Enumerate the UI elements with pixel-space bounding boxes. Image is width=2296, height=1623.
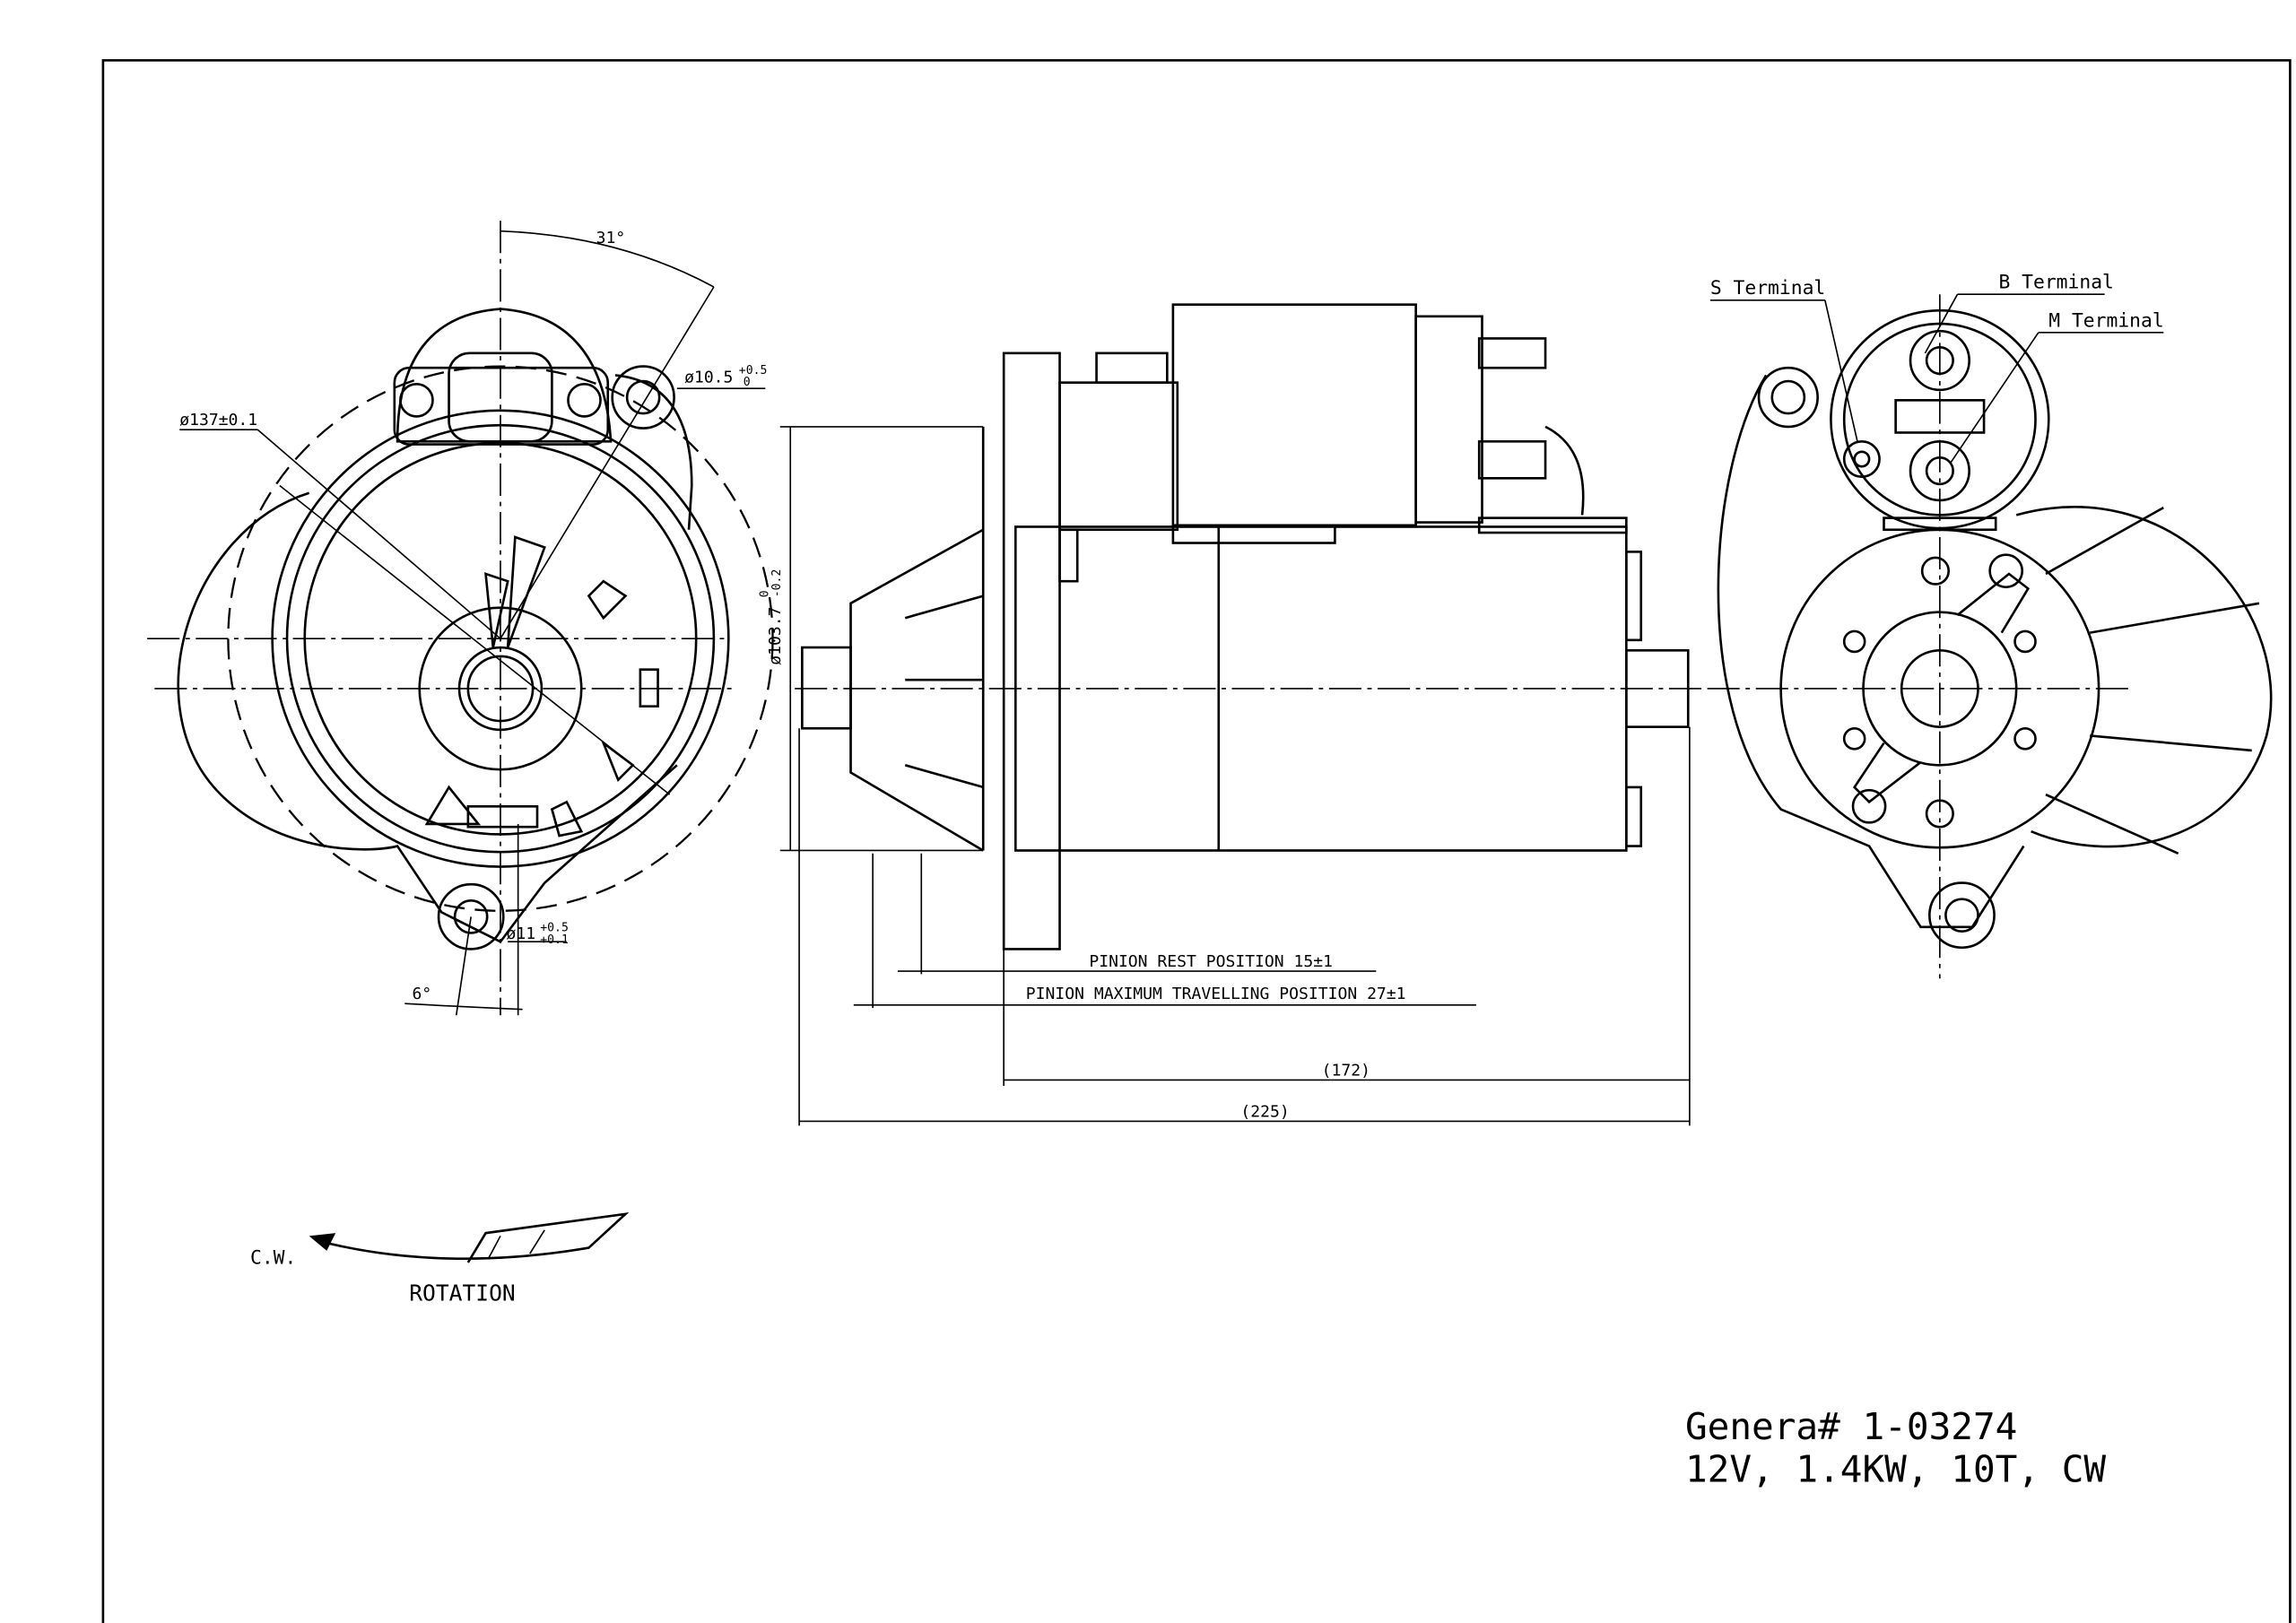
part-number: Genera# 1-03274 — [1685, 1405, 2017, 1448]
bottom-hole-diameter-label: ø11 — [507, 924, 536, 943]
pinion-max-travel-label: PINION MAXIMUM TRAVELLING POSITION 27±1 — [1026, 985, 1406, 1003]
length-172-label: (172) — [1322, 1062, 1370, 1081]
rotation-label: ROTATION — [409, 1280, 516, 1306]
rotation-arrow-icon — [309, 1233, 336, 1251]
drawing-border — [101, 58, 2292, 1623]
top-hole-tol-upper: +0.5 — [739, 364, 768, 378]
rotation-indicator: C.W. ROTATION — [250, 1211, 630, 1306]
bottom-hole-tol-upper: +0.5 — [540, 922, 569, 935]
pilot-diameter-label: ø137±0.1 — [179, 411, 257, 430]
m-terminal-label: M Terminal — [2048, 309, 2163, 332]
body-diameter-tol-lower: -0.2 — [770, 569, 784, 598]
pinion-rest-position-label: PINION REST POSITION 15±1 — [1089, 952, 1333, 971]
top-hole-diameter-label: ø10.5 — [684, 369, 733, 387]
body-diameter-label: ø103.7 — [766, 607, 785, 665]
top-hole-tol-lower: 0 — [744, 376, 751, 389]
b-terminal-label: B Terminal — [1998, 272, 2113, 294]
s-terminal-label: S Terminal — [1710, 277, 1825, 299]
front-view: 31° ø10.5 +0.5 0 ø137±0.1 ø11 +0.5 +0.1 … — [147, 221, 774, 1016]
side-view: ø103.7 0 -0.2 PINION REST POSITION 15±1 … — [759, 303, 1708, 1126]
ratings: 12V, 1.4KW, 10T, CW — [1685, 1447, 2106, 1490]
body-diameter-tol-upper: 0 — [759, 590, 772, 597]
rear-view: S Terminal B Terminal M Terminal — [1707, 272, 2273, 979]
bottom-hole-tol-lower: +0.1 — [540, 933, 569, 947]
length-225-label: (225) — [1240, 1103, 1289, 1122]
angle-31-label: 31° — [596, 229, 626, 247]
rotation-direction-label: C.W. — [250, 1247, 296, 1270]
angle-6-label: 6° — [413, 985, 432, 1003]
